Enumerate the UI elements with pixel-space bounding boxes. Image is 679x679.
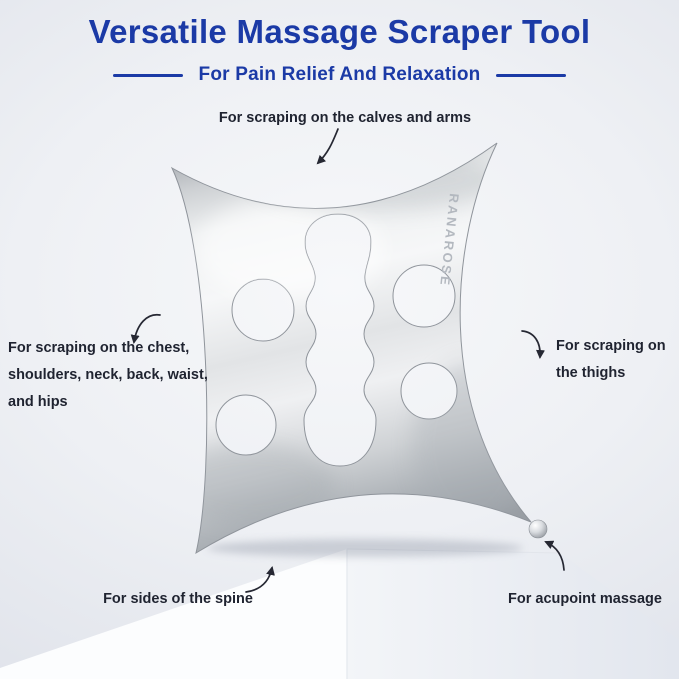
arrow-calves-icon xyxy=(316,128,339,165)
annotation-spine-text: For sides of the spine xyxy=(103,591,253,607)
pedestal-side-face xyxy=(347,549,679,679)
subtitle-rule-left xyxy=(112,73,183,77)
page-subtitle: For Pain Relief And Relaxation xyxy=(198,64,481,85)
annotation-thighs-line: the thighs xyxy=(556,365,626,381)
arrow-spine-icon xyxy=(245,566,275,593)
subtitle-row: For Pain Relief And Relaxation xyxy=(0,64,679,86)
annotation-chest-line: shoulders, neck, back, waist, xyxy=(8,367,208,383)
annotation-calves-text: For scraping on the calves and arms xyxy=(218,110,472,126)
annotation-thighs-line: For scraping on xyxy=(556,338,666,354)
annotation-spine: For sides of the spine xyxy=(98,586,258,613)
pedestal-front-face xyxy=(0,549,347,679)
tool-shadow xyxy=(207,539,523,557)
annotation-acupoint: For acupoint massage xyxy=(500,586,670,613)
annotation-arrows xyxy=(130,128,565,593)
ball-tip xyxy=(528,519,548,539)
pedestal xyxy=(0,548,679,679)
annotation-thighs: For scraping on the thighs xyxy=(556,333,666,387)
annotation-chest: For scraping on the chest, shoulders, ne… xyxy=(8,335,208,416)
arrow-thighs-icon xyxy=(521,330,545,359)
arrow-chest-icon xyxy=(130,313,161,344)
scraper-tool: RANAROSE xyxy=(170,142,548,555)
annotation-calves: For scraping on the calves and arms xyxy=(175,105,515,132)
annotation-chest-line: For scraping on the chest, xyxy=(8,340,190,356)
annotation-acupoint-text: For acupoint massage xyxy=(508,591,662,607)
page-title: Versatile Massage Scraper Tool xyxy=(88,13,591,50)
subtitle-rule-right xyxy=(496,73,567,77)
annotation-chest-line: and hips xyxy=(8,394,68,410)
arrow-acupoint-icon xyxy=(544,540,565,571)
